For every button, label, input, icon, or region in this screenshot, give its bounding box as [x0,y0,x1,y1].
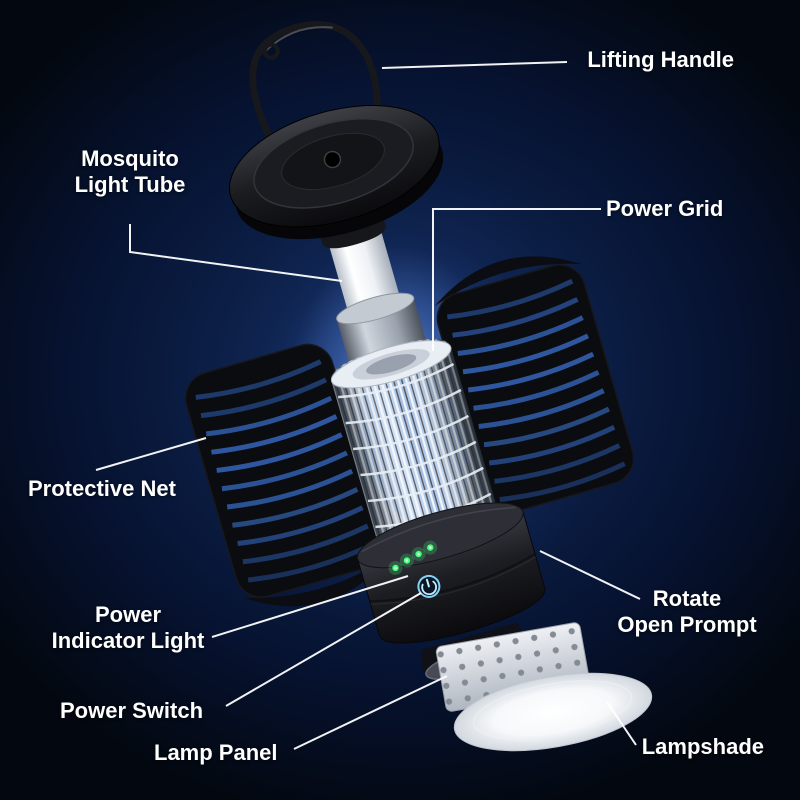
label-mosquito-light-tube: Mosquito Light Tube [74,146,186,197]
rotate-open-prompt-leader [539,550,641,600]
protective-net-left [184,343,390,607]
lampshade-leader [606,701,637,746]
label-lamp-panel: Lamp Panel [154,740,278,765]
lifting-handle-leader [381,61,568,69]
label-protective-net: Protective Net [28,476,176,501]
power-grid-leader [432,208,601,351]
label-rotate-open-prompt: Rotate Open Prompt [617,586,757,637]
power-grid [330,339,499,557]
protective-net-right [434,256,635,513]
top-cap [228,105,444,249]
label-lampshade: Lampshade [641,734,764,759]
power-switch-leader [225,592,422,707]
protective-net-leader [95,437,207,471]
lifting-handle [249,21,381,166]
power-indicator-light-leader [211,575,409,638]
power-switch-button[interactable] [416,573,442,599]
lamp-panel-leader [293,675,448,750]
label-lifting-handle: Lifting Handle [587,47,734,72]
lampshade [453,672,653,752]
label-power-switch: Power Switch [60,698,204,723]
label-power-indicator-light: Power Indicator Light [51,602,205,653]
label-power-grid: Power Grid [606,196,724,221]
power-indicator-leds [388,540,438,575]
power-icon [425,578,430,588]
leader-lines [95,61,641,750]
mosquito-light-tube-leader [129,224,343,282]
